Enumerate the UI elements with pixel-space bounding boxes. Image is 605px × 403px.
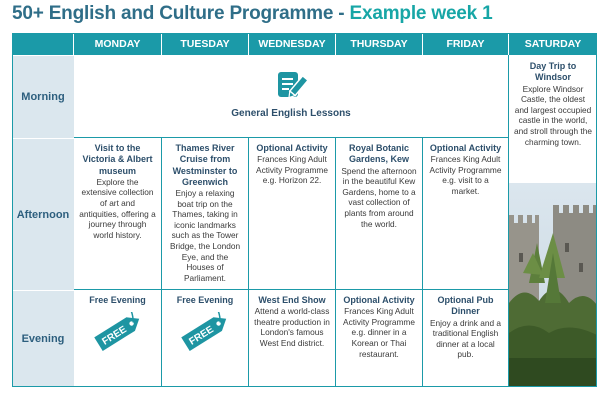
- afternoon-tuesday-title: Thames River Cruise from Westminster to …: [172, 143, 238, 187]
- afternoon-wednesday-cell: Optional Activity Frances King Adult Act…: [249, 138, 336, 290]
- morning-label: General English Lessons: [231, 108, 351, 119]
- afternoon-friday-title: Optional Activity: [429, 143, 502, 153]
- evening-wednesday-cell: West End Show Attend a world-class theat…: [249, 290, 336, 387]
- free-tag-icon: FREE: [79, 312, 156, 352]
- evening-monday-cell: Free Evening FREE: [74, 290, 162, 387]
- row-label-evening: Evening: [12, 290, 74, 387]
- row-label-morning: Morning: [12, 55, 74, 138]
- evening-thursday-body: Frances King Adult Activity Programme e.…: [343, 306, 415, 359]
- evening-wednesday-title: West End Show: [258, 295, 326, 305]
- header-friday: FRIDAY: [423, 33, 509, 55]
- saturday-title: Day Trip to Windsor: [529, 61, 577, 83]
- afternoon-thursday-body: Spend the afternoon in the beautiful Kew…: [341, 165, 417, 229]
- afternoon-thursday-cell: Royal Botanic Gardens, Kew Spend the aft…: [336, 138, 423, 290]
- afternoon-tuesday-body: Enjoy a relaxing boat trip on the Thames…: [169, 188, 241, 283]
- evening-thursday-cell: Optional Activity Frances King Adult Act…: [336, 290, 423, 387]
- afternoon-wednesday-body: Frances King Adult Activity Programme e.…: [256, 154, 328, 186]
- evening-wednesday-body: Attend a world-class theatre production …: [254, 306, 330, 349]
- page-title: 50+ English and Culture Programme - Exam…: [12, 3, 493, 25]
- evening-tuesday-title: Free Evening: [176, 295, 234, 305]
- header-tuesday: TUESDAY: [162, 33, 249, 55]
- timetable: MONDAY TUESDAY WEDNESDAY THURSDAY FRIDAY…: [12, 33, 597, 387]
- afternoon-friday-body: Frances King Adult Activity Programme e.…: [429, 154, 502, 197]
- afternoon-friday-cell: Optional Activity Frances King Adult Act…: [423, 138, 509, 290]
- afternoon-tuesday-cell: Thames River Cruise from Westminster to …: [162, 138, 249, 290]
- saturday-body: Explore Windsor Castle, the oldest and l…: [514, 83, 592, 147]
- evening-monday-title: Free Evening: [89, 295, 146, 305]
- title-main: 50+ English and Culture Programme -: [12, 3, 350, 24]
- row-label-afternoon: Afternoon: [12, 138, 74, 290]
- header-wednesday: WEDNESDAY: [249, 33, 336, 55]
- evening-tuesday-cell: Free Evening FREE: [162, 290, 249, 387]
- header-monday: MONDAY: [74, 33, 162, 55]
- evening-thursday-title: Optional Activity: [343, 295, 415, 305]
- saturday-cell: Day Trip to Windsor Explore Windsor Cast…: [509, 55, 597, 387]
- header-saturday: SATURDAY: [509, 33, 597, 55]
- evening-friday-body: Enjoy a drink and a traditional English …: [429, 317, 502, 360]
- evening-friday-cell: Optional Pub Dinner Enjoy a drink and a …: [423, 290, 509, 387]
- afternoon-thursday-title: Royal Botanic Gardens, Kew: [348, 143, 410, 165]
- free-tag-icon: FREE: [167, 312, 243, 352]
- header-thursday: THURSDAY: [336, 33, 423, 55]
- afternoon-wednesday-title: Optional Activity: [256, 143, 328, 153]
- morning-cell: General English Lessons: [74, 55, 509, 138]
- afternoon-monday-title: Visit to the Victoria & Albert museum: [82, 143, 153, 176]
- afternoon-monday-cell: Visit to the Victoria & Albert museum Ex…: [74, 138, 162, 290]
- title-week: Example week 1: [349, 3, 493, 24]
- windsor-castle-photo: [509, 183, 597, 387]
- afternoon-monday-body: Explore the extensive collection of art …: [79, 176, 156, 240]
- header-corner: [12, 33, 74, 55]
- document-pencil-icon: [79, 69, 503, 101]
- evening-friday-title: Optional Pub Dinner: [437, 295, 494, 317]
